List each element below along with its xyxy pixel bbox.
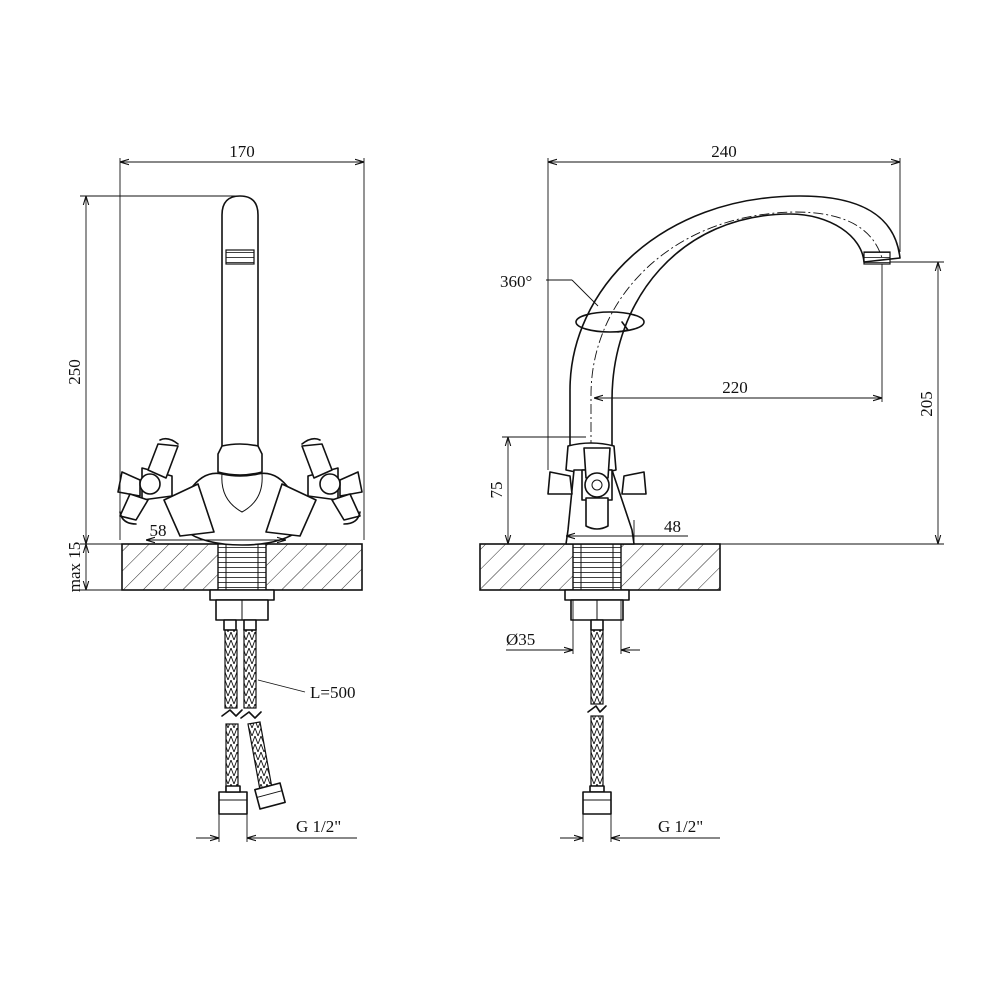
side-spout: [569, 195, 901, 451]
side-handle: [547, 447, 647, 530]
side-spout-dim: 220: [722, 378, 748, 397]
rotation-dim: 360°: [500, 272, 532, 291]
front-hoses: [218, 619, 286, 815]
front-thread-dim: G 1/2": [296, 817, 341, 836]
front-counter-dim: max 15: [65, 542, 84, 593]
side-thread-dim: G 1/2": [658, 817, 703, 836]
front-hose-length: L=500: [310, 683, 355, 702]
front-left-handle: [117, 437, 215, 537]
side-reach-dim: 240: [711, 142, 737, 161]
side-hose: [582, 619, 612, 815]
side-under-nut: [564, 589, 630, 601]
front-base-dim: 58: [150, 521, 167, 540]
front-height-dim: 250: [65, 359, 84, 385]
front-width-dim: 170: [229, 142, 255, 161]
front-under-nut: [209, 589, 275, 601]
side-view: 360° 240 220 205 75 48 Ø35 G 1/2": [479, 142, 944, 842]
front-spout: [221, 195, 259, 450]
front-view: 170 250 max 15 58 L=500 G 1/2": [65, 142, 365, 842]
side-handle-dim: 75: [487, 482, 506, 499]
side-hole-dim: Ø35: [506, 630, 535, 649]
side-mount-bolt: [572, 543, 622, 591]
front-right-handle: [265, 437, 363, 537]
rotation-symbol: [546, 279, 645, 333]
side-height-dim: 205: [917, 391, 936, 417]
side-base-dim: 48: [664, 517, 681, 536]
